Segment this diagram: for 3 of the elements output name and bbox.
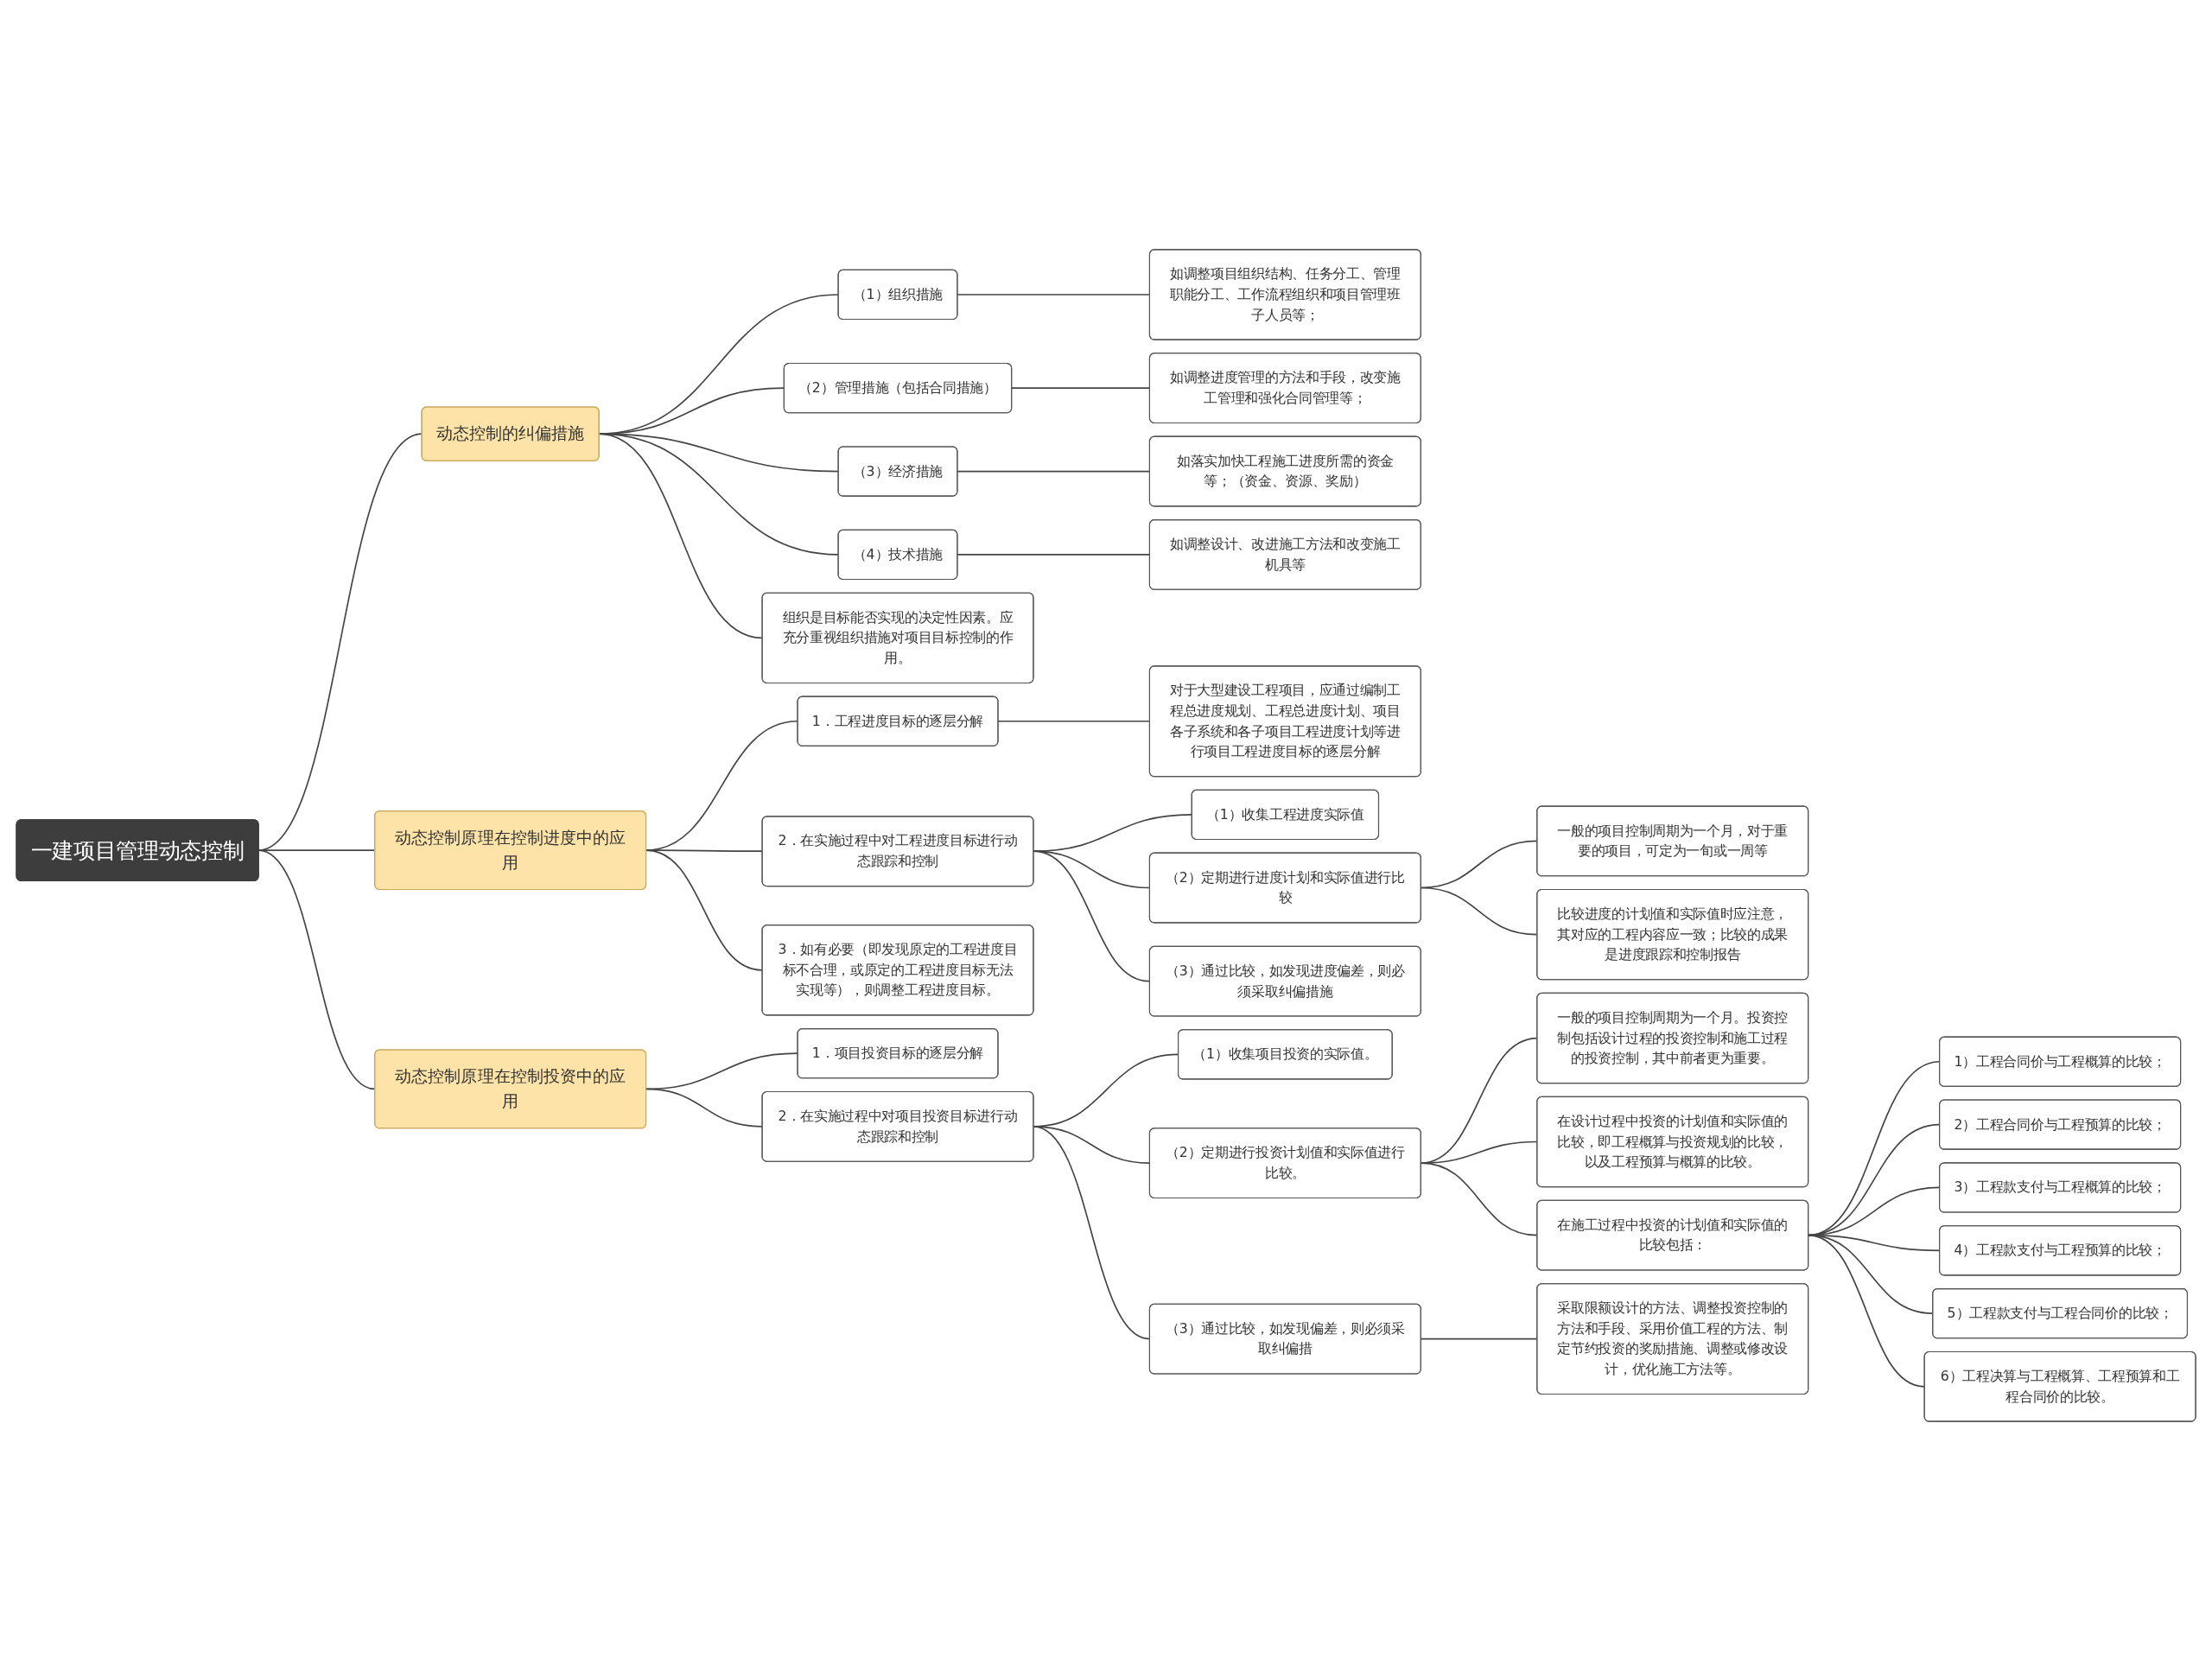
connector [645, 849, 763, 971]
connector [1033, 1126, 1151, 1340]
connector [257, 849, 376, 1090]
